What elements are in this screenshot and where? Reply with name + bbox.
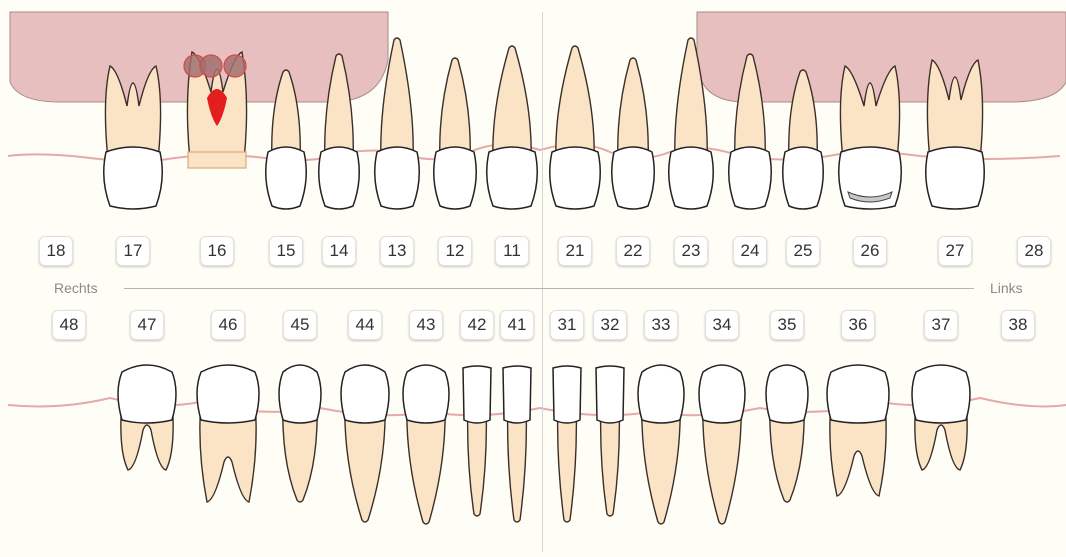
tooth-number-44[interactable]: 44 [348,310,382,340]
tooth-number-32[interactable]: 32 [593,310,627,340]
tooth-36[interactable] [827,365,889,496]
tooth-11[interactable] [487,46,538,209]
crown [319,147,360,209]
crown [341,365,389,423]
tooth-27[interactable] [926,60,985,209]
tooth-number-14[interactable]: 14 [322,236,356,266]
midline [542,12,543,552]
tooth-number-23[interactable]: 23 [674,236,708,266]
crown [766,365,808,423]
crown [487,147,538,209]
tooth-number-26[interactable]: 26 [853,236,887,266]
crown [596,366,624,423]
tooth-number-27[interactable]: 27 [938,236,972,266]
tooth-number-12[interactable]: 12 [438,236,472,266]
tooth-46[interactable] [197,365,259,502]
tooth-number-31[interactable]: 31 [550,310,584,340]
crown [375,147,420,209]
tooth-number-37[interactable]: 37 [924,310,958,340]
tooth-number-21[interactable]: 21 [558,236,592,266]
tooth-37[interactable] [912,365,970,470]
tooth-number-22[interactable]: 22 [616,236,650,266]
tooth-number-15[interactable]: 15 [269,236,303,266]
crown [279,365,321,423]
crown [926,147,985,209]
tooth-34[interactable] [699,365,745,524]
tooth-number-34[interactable]: 34 [705,310,739,340]
tooth-number-25[interactable]: 25 [786,236,820,266]
tooth-number-24[interactable]: 24 [733,236,767,266]
crown [729,147,772,209]
root-apex-lesion [200,55,222,77]
crown [403,365,449,423]
root [556,46,594,162]
tooth-31[interactable] [553,366,581,522]
crown [463,366,491,423]
tooth-17[interactable] [104,66,163,209]
tooth-43[interactable] [403,365,449,524]
tooth-number-33[interactable]: 33 [644,310,678,340]
tooth-number-28[interactable]: 28 [1017,236,1051,266]
tooth-number-42[interactable]: 42 [460,310,494,340]
crown [553,366,581,423]
crown [266,147,307,209]
crown [699,365,745,423]
crown [503,366,531,423]
tooth-number-48[interactable]: 48 [52,310,86,340]
tooth-47[interactable] [118,365,176,470]
tooth-16[interactable] [184,52,247,168]
tooth-33[interactable] [638,365,684,524]
crown [612,147,655,209]
tooth-number-43[interactable]: 43 [409,310,443,340]
tooth-number-41[interactable]: 41 [500,310,534,340]
tooth-26[interactable] [839,66,902,209]
crown [912,365,970,423]
right-side-label: Rechts [54,280,98,296]
tooth-42[interactable] [463,366,491,516]
tooth-number-45[interactable]: 45 [283,310,317,340]
tooth-35[interactable] [766,365,808,502]
crown [638,365,684,423]
tooth-44[interactable] [341,365,389,522]
tooth-number-17[interactable]: 17 [116,236,150,266]
tooth-41[interactable] [503,366,531,522]
root [493,46,531,162]
tooth-21[interactable] [550,46,601,209]
crown [104,147,163,209]
tooth-number-47[interactable]: 47 [130,310,164,340]
tooth-12[interactable] [434,58,477,209]
tooth-32[interactable] [596,366,624,516]
tooth-number-18[interactable]: 18 [39,236,73,266]
tooth-number-11[interactable]: 11 [495,236,529,266]
tooth-number-46[interactable]: 46 [211,310,245,340]
crown [783,147,824,209]
tooth-number-38[interactable]: 38 [1001,310,1035,340]
crown [118,365,176,423]
tooth-number-36[interactable]: 36 [841,310,875,340]
tooth-45[interactable] [279,365,321,502]
tooth-number-35[interactable]: 35 [770,310,804,340]
crown [827,365,889,423]
tooth-22[interactable] [612,58,655,209]
lower-teeth [118,365,970,524]
crown [669,147,714,209]
tooth-number-13[interactable]: 13 [380,236,414,266]
crown [197,365,259,423]
crown [550,147,601,209]
tooth-number-16[interactable]: 16 [200,236,234,266]
left-side-label: Links [990,280,1023,296]
prep-margin [188,152,246,168]
jaw-divider-line [124,288,974,289]
crown [434,147,477,209]
root-apex-lesion [224,55,246,77]
